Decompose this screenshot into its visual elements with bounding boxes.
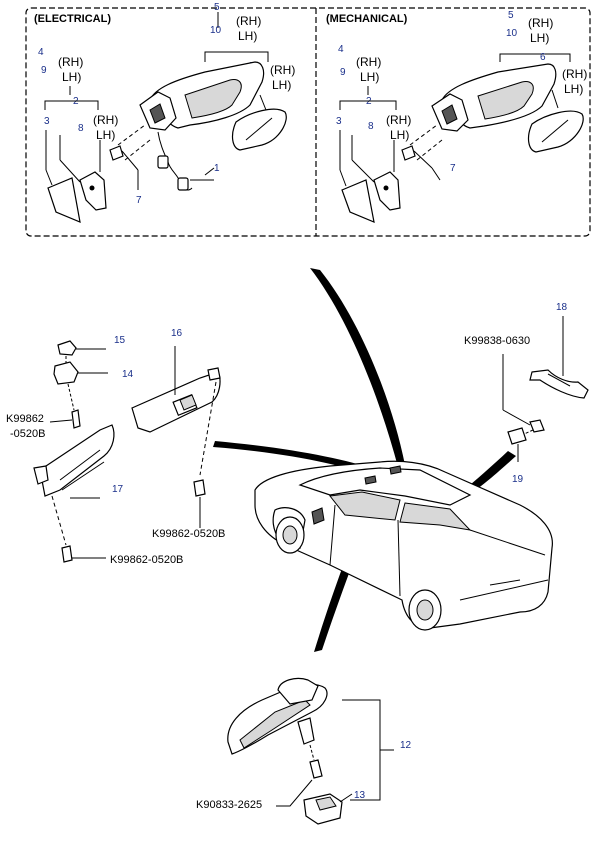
mechanical-title: (MECHANICAL) xyxy=(326,13,408,25)
electrical-panel: (ELECTRICAL) 5 10 (RH) LH) 6 (RH) LH) 11… xyxy=(34,2,295,223)
sun-visor-group: 15 14 K99862 -0520B 16 K99862-0520B 17 K… xyxy=(6,328,225,566)
side-label-rh: (RH) xyxy=(93,113,118,127)
code-k99862-0520b-line2: -0520B xyxy=(10,428,45,440)
part-number-4: 4 xyxy=(38,47,44,58)
part-number-14: 14 xyxy=(122,369,134,380)
part-number-13: 13 xyxy=(354,790,366,801)
side-label-rh: (RH) xyxy=(236,14,261,28)
part-number-16: 16 xyxy=(171,328,183,339)
side-label-rh: (RH) xyxy=(356,55,381,69)
part-number-3: 3 xyxy=(44,116,50,127)
rear-view-mirror-group: 12 K90833-2625 13 xyxy=(196,677,412,825)
code-k90833-2625: K90833-2625 xyxy=(196,799,262,811)
code-k99862-0520b-line1: K99862 xyxy=(6,413,44,425)
part-number-10: 10 xyxy=(506,28,518,39)
side-label-lh: LH) xyxy=(530,31,549,45)
part-number-15: 15 xyxy=(114,335,126,346)
side-label-rh: (RH) xyxy=(58,55,83,69)
mirror-panels-box xyxy=(25,7,591,237)
part-number-18: 18 xyxy=(556,302,568,313)
part-number-8: 8 xyxy=(78,123,84,134)
side-label-lh: LH) xyxy=(390,128,409,142)
part-number-8: 8 xyxy=(368,121,374,132)
side-label-lh: LH) xyxy=(238,29,257,43)
mechanical-panel: (MECHANICAL) 5 10 (RH) LH) 6 (RH) LH) 11… xyxy=(326,10,587,223)
part-number-9: 9 xyxy=(41,65,47,76)
code-k99838-0630: K99838-0630 xyxy=(464,335,530,347)
part-number-10: 10 xyxy=(210,25,222,36)
part-number-7: 7 xyxy=(450,163,456,174)
side-label-lh: LH) xyxy=(62,70,81,84)
side-label-lh: LH) xyxy=(96,128,115,142)
part-number-5: 5 xyxy=(508,10,514,21)
part-number-7: 7 xyxy=(136,195,142,206)
assist-grip-group: 18 K99838-0630 19 xyxy=(464,302,589,485)
part-number-3: 3 xyxy=(336,116,342,127)
part-number-1: 1 xyxy=(214,163,220,174)
code-k99862-0520b-center: K99862-0520B xyxy=(152,528,225,540)
side-label-rh: (RH) xyxy=(386,113,411,127)
side-label-rh: (RH) xyxy=(528,16,553,30)
side-label-lh: LH) xyxy=(564,82,583,96)
side-label-rh: (RH) xyxy=(270,63,295,77)
side-label-rh: (RH) xyxy=(562,67,587,81)
side-label-lh: LH) xyxy=(360,70,379,84)
part-number-4: 4 xyxy=(338,44,344,55)
part-number-9: 9 xyxy=(340,67,346,78)
electrical-title: (ELECTRICAL) xyxy=(34,13,111,25)
part-number-6: 6 xyxy=(540,52,546,63)
part-number-19: 19 xyxy=(512,474,524,485)
code-k99862-0520b-lower: K99862-0520B xyxy=(110,554,183,566)
part-number-12: 12 xyxy=(400,740,412,751)
part-number-17: 17 xyxy=(112,484,124,495)
part-number-5: 5 xyxy=(214,2,220,13)
side-label-lh: LH) xyxy=(272,78,291,92)
sedan-car-illustration xyxy=(254,460,553,631)
